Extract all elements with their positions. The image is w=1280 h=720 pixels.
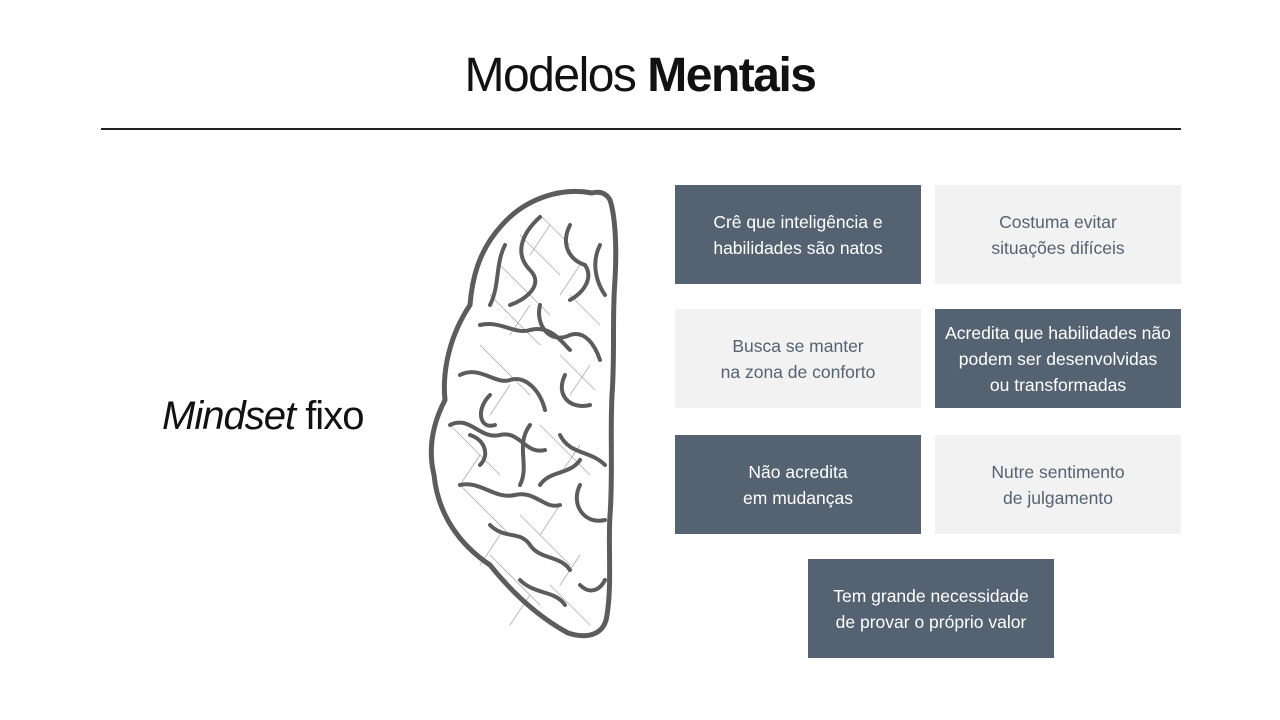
trait-card-5: Não acredita em mudanças xyxy=(675,435,921,534)
trait-text: Acredita que habilidades não podem ser d… xyxy=(945,322,1171,395)
trait-text: Costuma evitar situações difíceis xyxy=(991,211,1125,258)
page-title: Modelos Mentais xyxy=(0,48,1280,104)
mindset-rest: fixo xyxy=(305,394,364,438)
mindset-label: Mindset fixo xyxy=(162,392,364,440)
trait-text: Busca se manter na zona de conforto xyxy=(720,335,876,382)
mindset-italic: Mindset xyxy=(162,394,296,438)
title-bold: Mentais xyxy=(647,49,817,102)
trait-text: Crê que inteligência e habilidades são n… xyxy=(713,211,883,258)
trait-card-3: Busca se manter na zona de conforto xyxy=(675,309,921,408)
trait-text: Não acredita em mudanças xyxy=(743,461,853,508)
trait-text: Tem grande necessidade de provar o própr… xyxy=(833,585,1029,632)
trait-card-1: Crê que inteligência e habilidades são n… xyxy=(675,185,921,284)
trait-text: Nutre sentimento de julgamento xyxy=(991,461,1125,508)
trait-card-7: Tem grande necessidade de provar o própr… xyxy=(808,559,1054,658)
trait-card-6: Nutre sentimento de julgamento xyxy=(935,435,1181,534)
trait-card-4: Acredita que habilidades não podem ser d… xyxy=(935,309,1181,408)
half-brain-illustration xyxy=(428,188,619,639)
title-light: Modelos xyxy=(464,49,637,102)
title-divider xyxy=(101,128,1181,130)
trait-card-2: Costuma evitar situações difíceis xyxy=(935,185,1181,284)
